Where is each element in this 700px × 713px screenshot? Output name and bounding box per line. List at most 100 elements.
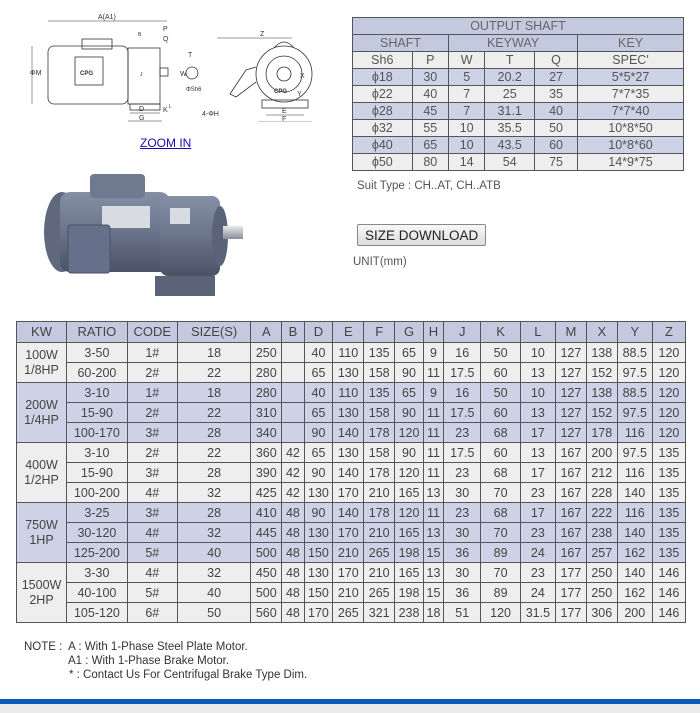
table-cell: 210: [332, 542, 365, 563]
table-cell: 150: [303, 542, 334, 563]
table-cell: 40: [303, 382, 334, 403]
table-cell: 60: [480, 402, 521, 423]
table-cell: 48: [281, 522, 305, 543]
table-cell: 3-10: [66, 442, 128, 463]
col-header-l: L: [519, 321, 556, 343]
col-header-b: B: [281, 321, 305, 343]
table-cell: 135: [651, 462, 687, 483]
table-cell: 265: [332, 602, 365, 623]
table-cell: 28: [176, 502, 252, 523]
table-cell: [281, 402, 305, 423]
table-cell: 140: [332, 422, 365, 443]
col-header-d: D: [303, 321, 334, 343]
table-cell: 120: [394, 502, 424, 523]
shaft-cell: ϕ22: [352, 85, 413, 103]
table-cell: 340: [250, 422, 283, 443]
table-cell: 135: [651, 482, 687, 503]
table-cell: 65: [303, 442, 334, 463]
dim-g-label: G: [139, 115, 144, 122]
shaft-cell: 35: [534, 85, 579, 103]
table-cell: 68: [480, 502, 521, 523]
table-cell: 4#: [126, 482, 178, 503]
table-cell: 130: [303, 482, 334, 503]
table-cell: 198: [394, 582, 424, 603]
table-cell: 135: [651, 522, 687, 543]
shaft-cell: 60: [534, 136, 579, 154]
table-cell: 130: [303, 562, 334, 583]
kw-line: 1/4HP: [24, 412, 59, 427]
shaft-cell: 5: [447, 68, 486, 86]
table-cell: 65: [394, 382, 424, 403]
table-cell: 6#: [126, 602, 178, 623]
table-cell: 23: [443, 462, 482, 483]
table-cell: 410: [250, 502, 283, 523]
col-header-m: M: [554, 321, 587, 343]
table-cell: 88.5: [616, 382, 653, 403]
table-cell: 1#: [126, 382, 178, 403]
table-cell: [281, 422, 305, 443]
zoom-in-link[interactable]: ZOOM IN: [140, 136, 192, 150]
table-cell: 90: [303, 502, 334, 523]
shaft-cell: 14: [447, 153, 486, 171]
shaft-cell: ϕ50: [352, 153, 413, 171]
table-cell: 130: [332, 362, 365, 383]
table-cell: 177: [554, 562, 587, 583]
shaft-cell: ϕ28: [352, 102, 413, 120]
table-cell: 162: [616, 542, 653, 563]
table-cell: 23: [443, 502, 482, 523]
table-cell: 23: [519, 482, 556, 503]
table-cell: 178: [585, 422, 618, 443]
table-cell: 17: [519, 502, 556, 523]
table-cell: 3-10: [66, 382, 128, 403]
dim-d-label: D: [139, 106, 144, 113]
table-cell: 177: [554, 582, 587, 603]
brand-logo: CPG: [80, 71, 93, 77]
table-cell: 500: [250, 542, 283, 563]
table-cell: 48: [281, 502, 305, 523]
table-cell: 110: [332, 342, 365, 363]
table-cell: 97.5: [616, 402, 653, 423]
table-cell: [281, 342, 305, 363]
shaft-cell: 40: [411, 85, 449, 103]
table-cell: 105-120: [66, 602, 128, 623]
shaft-cell: 31.1: [484, 102, 536, 120]
table-cell: 120: [394, 462, 424, 483]
shaft-cell: ϕ18: [352, 68, 413, 86]
table-cell: 238: [394, 602, 424, 623]
table-cell: 17: [519, 422, 556, 443]
footer-strip: [0, 704, 700, 713]
table-cell: 48: [281, 542, 305, 563]
table-cell: 120: [651, 402, 687, 423]
table-cell: 130: [303, 522, 334, 543]
table-cell: 152: [585, 402, 618, 423]
table-cell: 321: [363, 602, 396, 623]
table-cell: [281, 382, 305, 403]
table-cell: 265: [363, 582, 396, 603]
table-cell: 24: [519, 542, 556, 563]
table-cell: 116: [616, 422, 653, 443]
table-cell: 140: [332, 462, 365, 483]
table-cell: 210: [363, 562, 396, 583]
dim-m-label: ΦM: [30, 70, 42, 77]
table-cell: 360: [250, 442, 283, 463]
kw-line: 750W: [25, 517, 58, 532]
table-cell: 198: [394, 542, 424, 563]
table-cell: 11: [422, 502, 445, 523]
table-cell: 30: [443, 522, 482, 543]
table-cell: 13: [519, 362, 556, 383]
shaft-cell: 45: [411, 102, 449, 120]
table-cell: 23: [519, 562, 556, 583]
table-cell: 158: [363, 362, 396, 383]
dim-h-label: 4-ΦH: [202, 111, 219, 118]
table-cell: 18: [176, 382, 252, 403]
table-cell: 212: [585, 462, 618, 483]
table-cell: 16: [443, 342, 482, 363]
size-download-button[interactable]: SIZE DOWNLOAD: [357, 224, 487, 246]
table-cell: 170: [332, 482, 365, 503]
table-cell: 10: [519, 382, 556, 403]
